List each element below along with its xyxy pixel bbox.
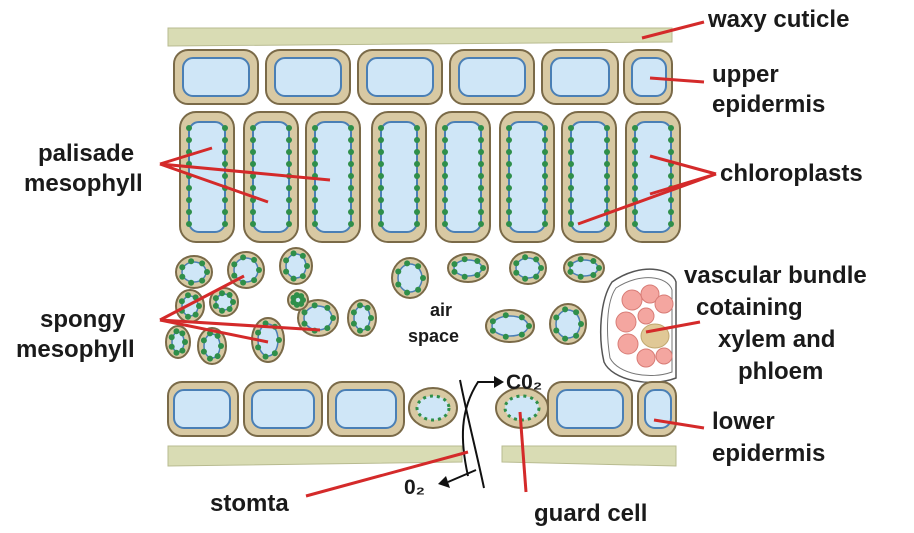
waxy-cuticle-bottom-right xyxy=(502,446,676,466)
spongy-cell xyxy=(176,256,212,288)
label-spongy-line2: mesophyll xyxy=(16,336,135,363)
label-air-space-line1: air xyxy=(430,300,452,320)
palisade-cell xyxy=(626,112,680,242)
label-lower-epidermis-line2: epidermis xyxy=(712,440,825,467)
spongy-cell xyxy=(486,310,534,342)
label-palisade-line2: mesophyll xyxy=(24,170,143,197)
label-air-space-line2: space xyxy=(408,326,459,346)
label-palisade-line1: palisade xyxy=(38,140,134,167)
label-lower-epidermis-line1: lower xyxy=(712,408,775,435)
spongy-mesophyll-cells xyxy=(166,248,604,364)
spongy-cell xyxy=(550,304,586,344)
label-guard-cell: guard cell xyxy=(534,500,647,527)
palisade-cell xyxy=(562,112,616,242)
vascular-bundle xyxy=(601,269,676,382)
label-vascular-line3: xylem and xyxy=(718,326,835,353)
label-spongy-line1: spongy xyxy=(40,306,125,333)
waxy-cuticle-bottom xyxy=(168,446,462,466)
spongy-cell xyxy=(288,290,308,310)
label-o2: 0₂ xyxy=(404,474,425,501)
spongy-cell xyxy=(280,248,312,284)
label-waxy-cuticle: waxy cuticle xyxy=(708,6,849,33)
palisade-cell xyxy=(180,112,234,242)
label-upper-epidermis-line2: epidermis xyxy=(712,91,825,118)
label-vascular-line4: phloem xyxy=(738,358,823,385)
label-vascular-line1: vascular bundle xyxy=(684,262,867,289)
palisade-cell xyxy=(436,112,490,242)
spongy-cell xyxy=(348,300,376,336)
spongy-cell xyxy=(392,258,428,298)
label-vascular-line2: cotaining xyxy=(696,294,803,321)
label-upper-epidermis-line1: upper xyxy=(712,61,779,88)
label-chloroplasts: chloroplasts xyxy=(720,160,863,187)
spongy-cell xyxy=(166,326,190,358)
palisade-mesophyll-cells xyxy=(180,112,680,242)
upper-epidermis-cells xyxy=(174,50,672,104)
label-co2: C0₂ xyxy=(506,369,542,396)
palisade-cell xyxy=(372,112,426,242)
spongy-cell xyxy=(510,252,546,284)
spongy-cell xyxy=(448,254,488,282)
waxy-cuticle-top xyxy=(168,28,672,46)
label-stomata: stomta xyxy=(210,490,289,517)
spongy-cell xyxy=(564,254,604,282)
palisade-cell xyxy=(500,112,554,242)
spongy-cell xyxy=(176,290,204,322)
